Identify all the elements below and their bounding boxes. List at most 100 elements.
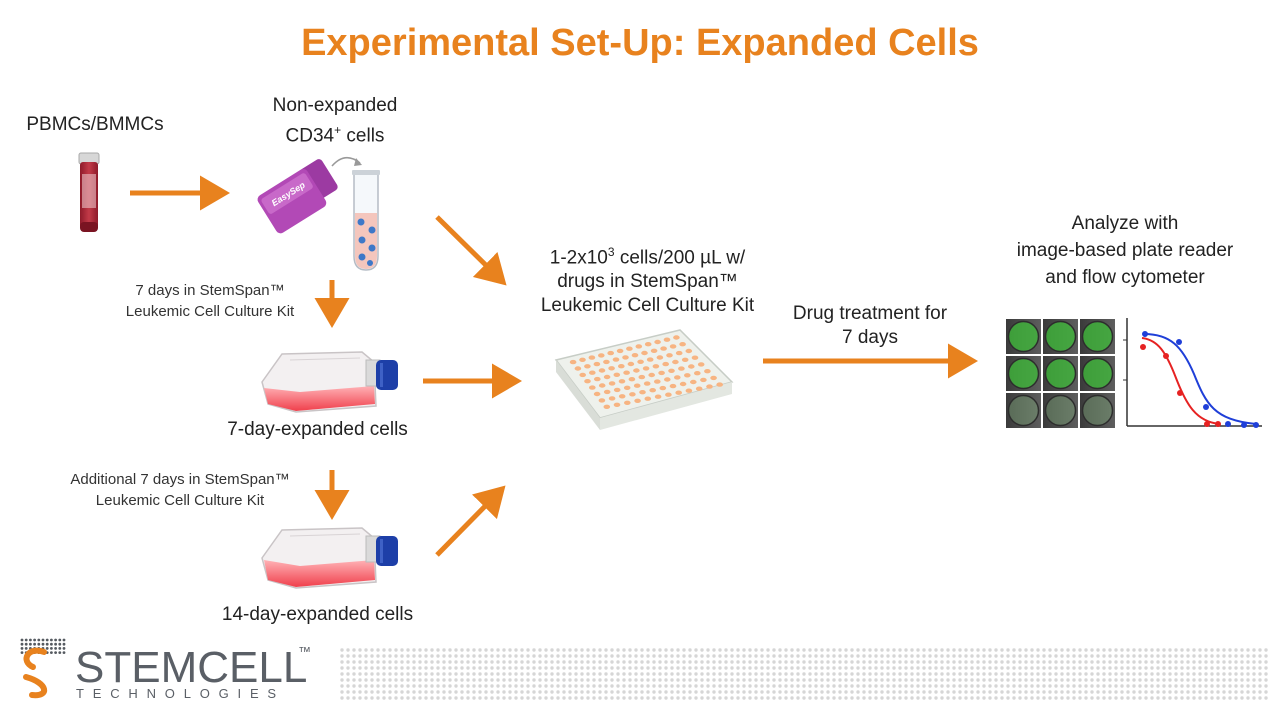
plate-well (626, 346, 633, 351)
plate-well (697, 362, 705, 367)
plate-well (666, 353, 673, 358)
plate-well (603, 374, 611, 380)
plate-well (700, 377, 707, 383)
plate-well (603, 359, 610, 365)
expanded-14-label: 14-day-expanded cells (221, 604, 414, 625)
slide-title: Experimental Set-Up: Expanded Cells (301, 22, 979, 64)
plate-line2: drugs in StemSpan™ (557, 271, 738, 293)
blue-point (1203, 404, 1209, 410)
culture-flask-7day-icon (261, 351, 398, 413)
red-curve (1141, 337, 1221, 425)
plate-well (664, 377, 671, 382)
plate-well (613, 372, 621, 377)
plate-well (704, 369, 711, 374)
plate-well (627, 361, 635, 367)
dose-response-plot (1123, 318, 1262, 428)
culture-14-line1: Additional 7 days in StemSpan™ (70, 471, 290, 488)
plate-well (652, 364, 660, 369)
image-well (1045, 321, 1076, 352)
plate-well (628, 377, 636, 382)
plate-well (694, 371, 701, 376)
blue-curve (1143, 333, 1257, 425)
plate-well (644, 342, 652, 347)
analyze-line1: Analyze with (1071, 213, 1179, 234)
plate-well (613, 402, 621, 407)
plate-well (684, 373, 691, 378)
image-well (1082, 358, 1113, 389)
decorative-dot-band (340, 648, 1268, 700)
plate-well (622, 355, 629, 360)
plate-well (690, 379, 697, 385)
plate-well (679, 342, 686, 347)
logo-name: STEMCELL (75, 643, 307, 692)
blue-point (1253, 422, 1259, 428)
plate-well (629, 392, 636, 397)
plate-well (635, 344, 643, 349)
plate-well (654, 394, 662, 399)
plate-well (639, 390, 646, 395)
plate-well (706, 384, 713, 389)
plate-well (589, 385, 596, 390)
logo-s-top (23, 647, 47, 670)
plate-well (710, 375, 717, 381)
easysep-magnet-icon: EasySep (257, 159, 338, 234)
plate-well (584, 379, 591, 384)
plate-well (685, 388, 693, 393)
logo-s-bottom (23, 674, 47, 699)
plate-well (695, 386, 703, 391)
blue-point (1142, 331, 1148, 337)
plate-well (588, 355, 596, 360)
plate-well (593, 361, 601, 367)
plate-well (678, 366, 685, 371)
plate-well (659, 385, 667, 391)
non-expanded-label: Non-expanded CD34+ cells (235, 94, 435, 148)
plate-well (681, 357, 689, 362)
blood-tube-icon (78, 152, 100, 232)
plate-well (644, 396, 652, 401)
culture-7-label: 7 days in StemSpan™ Leukemic Cell Cultur… (95, 280, 325, 322)
blue-point (1241, 422, 1247, 428)
plate-well (598, 353, 605, 358)
plate-well (648, 372, 655, 378)
non-expanded-line2: CD34+ cells (235, 118, 435, 148)
test-tube-icon (352, 170, 380, 271)
plate-well (649, 388, 656, 393)
image-well (1082, 321, 1113, 352)
plate-well (675, 390, 682, 395)
logo-sub: TECHNOLOGIES (76, 686, 285, 701)
plate-well (574, 366, 582, 371)
plate-well (607, 350, 614, 356)
plate-well (668, 368, 675, 373)
plate-well (658, 370, 665, 376)
plate-well (665, 392, 672, 397)
treatment-label: Drug treatment for 7 days (770, 302, 970, 350)
analyze-line2: image-based plate reader (1016, 240, 1234, 261)
image-tile (1006, 393, 1041, 428)
red-point (1163, 353, 1169, 359)
plate-well (646, 357, 654, 362)
plate-well (598, 368, 606, 373)
plate-well (634, 398, 641, 403)
image-well (1045, 358, 1076, 389)
plate-well (669, 344, 677, 349)
cells-text: cells (341, 125, 385, 147)
plate-well (618, 364, 625, 369)
image-tile (1043, 393, 1078, 428)
plate-well (673, 335, 680, 340)
plate-well (662, 361, 669, 367)
plate-well (633, 383, 641, 388)
cd34-sup: + (334, 123, 342, 137)
plate-well (672, 359, 679, 365)
image-well (1008, 358, 1039, 389)
fluorescence-image-grid (1006, 319, 1115, 428)
culture-14-label: Additional 7 days in StemSpan™ Leukemic … (35, 469, 325, 511)
culture-7-line1: 7 days in StemSpan™ (135, 282, 285, 299)
red-point (1177, 390, 1183, 396)
image-tile (1080, 393, 1115, 428)
logo-tm: ™ (298, 644, 311, 659)
image-well (1008, 395, 1039, 426)
blue-point (1176, 339, 1182, 345)
analyze-label: Analyze with image-based plate reader an… (995, 210, 1255, 291)
plate-well (616, 348, 624, 354)
